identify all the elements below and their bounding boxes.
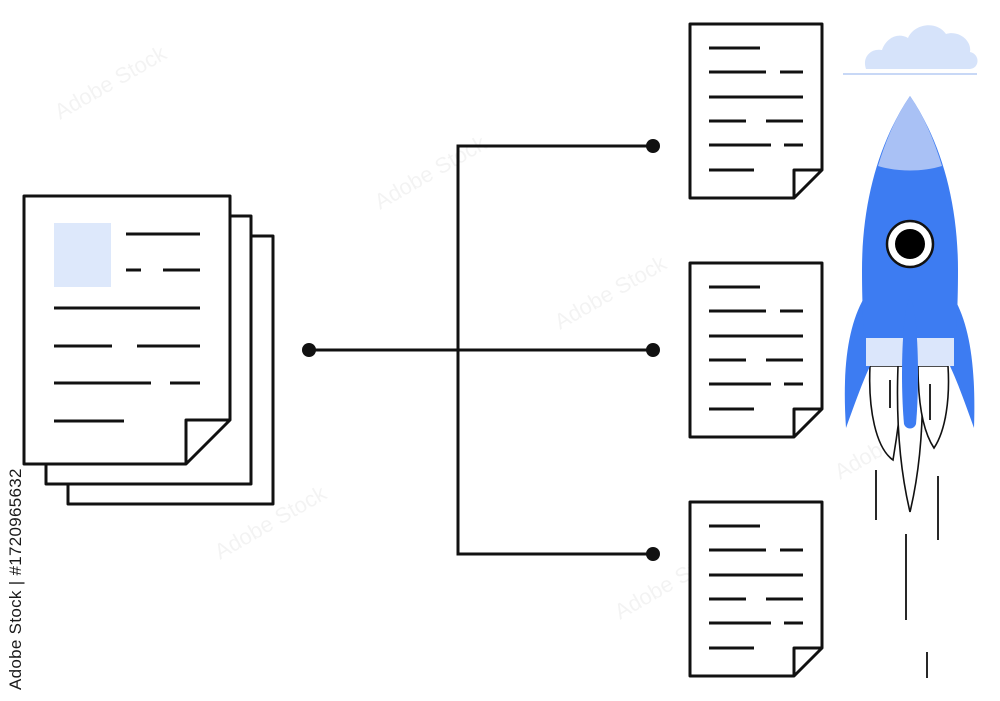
connector-dot-middle <box>646 343 660 357</box>
connector-dot-bottom <box>646 547 660 561</box>
rocket-nose <box>878 96 942 171</box>
connector-dot-source <box>302 343 316 357</box>
text-lines <box>54 232 200 423</box>
cloud-icon <box>843 25 978 75</box>
motion-lines <box>875 380 939 678</box>
rocket-icon <box>844 96 975 678</box>
connector-dot-top <box>646 139 660 153</box>
page-corner-fold <box>184 418 230 464</box>
document-icon-middle <box>688 261 824 439</box>
svg-text:Adobe Stock: Adobe Stock <box>370 130 491 215</box>
svg-text:Adobe Stock: Adobe Stock <box>550 250 671 335</box>
document-icon-bottom <box>688 500 824 678</box>
svg-text:Adobe Stock: Adobe Stock <box>50 40 171 125</box>
document-stack-icon <box>22 194 275 506</box>
image-placeholder <box>54 223 111 287</box>
stock-credit-label: Adobe Stock | #1720965632 <box>6 468 25 690</box>
branch-connector-icon <box>302 139 660 561</box>
rocket-fin-center <box>902 296 918 429</box>
document-icon-top <box>688 22 824 200</box>
